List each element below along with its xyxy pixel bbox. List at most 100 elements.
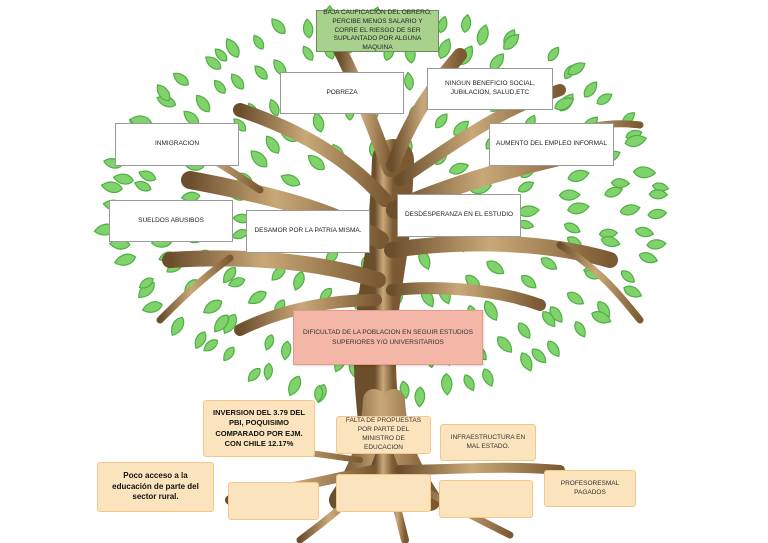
cause-poco-acceso-text: Poco acceso a la educación de parte del … [112, 471, 199, 502]
effect-empleo-informal-text: AUMENTO DEL EMPLEO INFORMAL [496, 140, 607, 148]
leaf [156, 84, 171, 102]
leaf [476, 24, 489, 46]
leaf [280, 174, 301, 187]
cause-inversion-text: INVERSION DEL 3.79 DEL PBI, POQUISIMO CO… [213, 408, 305, 448]
leaf [463, 374, 475, 392]
leaf [230, 73, 245, 90]
twig-3 [156, 254, 234, 324]
leaf [194, 331, 207, 350]
leaf [634, 226, 655, 238]
leaf [205, 56, 222, 70]
leaf [648, 189, 669, 200]
cause-profesores: PROFESORESMAL PAGADOS [544, 470, 636, 507]
leaf [583, 81, 598, 98]
leaf [280, 340, 292, 361]
leaf [203, 339, 218, 352]
leaf [531, 348, 547, 364]
central-problem-box: DIFICULTAD DE LA POBLACION EN SEGUIR EST… [293, 310, 483, 365]
cause-poco-acceso: Poco acceso a la educación de parte del … [97, 462, 214, 512]
leaf [141, 301, 163, 313]
leaf [566, 202, 590, 215]
leaf [620, 270, 635, 283]
leaf [632, 166, 657, 179]
leaf [314, 384, 324, 403]
leaf [138, 277, 154, 289]
effect-ningun-beneficio: NINGUN BENEFICIO SOCIAL, JUBILACION, SAL… [427, 68, 553, 110]
branch-left-4 [233, 103, 392, 207]
leaf [195, 94, 211, 113]
cause-infraestructura: INFRAESTRUCTURA EN MAL ESTADO. [440, 424, 536, 461]
leaf [604, 186, 624, 198]
leaf [547, 46, 560, 62]
leaf [482, 368, 494, 387]
leaf [112, 173, 134, 185]
leaf [520, 352, 533, 372]
leaf [214, 314, 229, 333]
leaf [624, 134, 648, 148]
leaf [554, 97, 575, 111]
leaf [567, 169, 590, 183]
leaf [623, 285, 643, 298]
leaf [517, 181, 535, 193]
leaf [453, 120, 469, 136]
empty-cause-box-2 [336, 474, 431, 512]
leaf [138, 281, 155, 298]
effect-inmigracion: INMIGRACION [115, 123, 239, 166]
leaf [138, 170, 157, 182]
effect-inmigracion-text: INMIGRACION [154, 140, 200, 148]
leaf [521, 274, 537, 289]
leaf [312, 111, 325, 133]
effect-pobreza: POBREZA [280, 72, 404, 114]
leaf [440, 373, 453, 396]
leaf [563, 222, 581, 234]
branch-right-3 [386, 282, 546, 311]
leaf [558, 189, 581, 201]
twig-4 [556, 241, 644, 324]
leaf [517, 322, 531, 339]
effect-empleo-informal: AUMENTO DEL EMPLEO INFORMAL [489, 123, 614, 166]
leaf [113, 253, 137, 266]
leaf [434, 113, 448, 129]
central-problem-text: DIFICULTAD DE LA POBLACION EN SEGUIR EST… [303, 329, 473, 346]
effect-sueldos: SUELDOS ABUSIBOS [109, 200, 233, 242]
leaf [486, 260, 505, 275]
leaf [566, 291, 585, 305]
leaf [250, 150, 268, 168]
leaf [404, 71, 414, 91]
leaf [503, 34, 520, 50]
leaf [247, 367, 261, 382]
effect-pobreza-text: POBREZA [326, 88, 358, 96]
effect-desesperanza: DESDESPERANZA EN EL ESTUDIO [397, 194, 521, 237]
branch-right-2 [384, 235, 618, 268]
leaf [638, 252, 659, 264]
leaf [225, 38, 240, 58]
leaf [437, 15, 448, 34]
root-2 [395, 462, 565, 475]
leaf [222, 266, 237, 284]
cause-falta-propuestas: FALTA DE PROPUESTAS POR PARTE DEL MINIST… [336, 416, 431, 454]
leaf [497, 336, 513, 353]
leaf [483, 300, 498, 321]
leaf [647, 208, 668, 220]
leaf [254, 65, 268, 80]
leaf [171, 316, 185, 337]
leaf [567, 62, 586, 76]
leaf [596, 93, 613, 105]
top-effect-box: BAJA CAUFICACION DEL OBRERO, PERCIBE MEN… [316, 9, 439, 52]
leaf [414, 386, 426, 408]
empty-cause-box-3 [439, 480, 533, 518]
branch-left-2 [162, 250, 386, 288]
leaf [302, 18, 314, 39]
leaf [172, 72, 189, 86]
leaf [227, 277, 246, 288]
effect-sueldos-text: SUELDOS ABUSIBOS [138, 216, 204, 224]
cause-profesores-text: PROFESORESMAL PAGADOS [560, 479, 620, 496]
leaf [438, 38, 451, 59]
leaf [307, 154, 325, 171]
leaf [133, 180, 152, 192]
leaf [263, 362, 273, 381]
leaf [293, 271, 305, 291]
leaf [213, 79, 226, 94]
cause-infraestructura-text: INFRAESTRUCTURA EN MAL ESTADO. [450, 433, 526, 450]
leaf [264, 334, 275, 351]
